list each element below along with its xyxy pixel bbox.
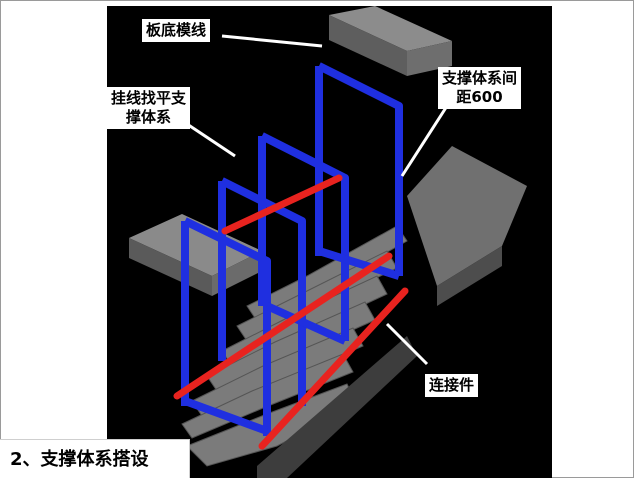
- left-landing-front: [129, 238, 212, 296]
- leader-lines: [186, 34, 449, 366]
- label-slab-line: 板底模线: [142, 19, 211, 42]
- support-frame-4: [315, 62, 403, 276]
- stair-underside: [257, 336, 417, 478]
- stair-scene-svg: [129, 6, 552, 478]
- connector-upper: [221, 174, 343, 235]
- upper-flight: [407, 146, 527, 286]
- upper-flight-side: [437, 246, 502, 306]
- support-frame-1: [181, 217, 271, 436]
- label-support-spacing: 支撑体系间 距600: [438, 67, 522, 109]
- slide-caption: 2、支撑体系搭设: [0, 439, 190, 478]
- support-frame-2: [218, 177, 306, 406]
- support-frames: [181, 62, 403, 436]
- connectors: [173, 174, 409, 450]
- bottom-tie-1: [183, 397, 269, 435]
- stair-support-illustration: [107, 6, 552, 478]
- connector-middle: [173, 252, 393, 400]
- left-landing-top: [129, 214, 262, 276]
- bottom-tie-2: [265, 302, 347, 345]
- label-leveling-system: 挂线找平支 撑体系: [107, 87, 191, 129]
- top-slab-front: [329, 15, 407, 76]
- label-connector: 连接件: [425, 374, 479, 397]
- connector-lower: [258, 287, 409, 450]
- bottom-tie-3: [317, 247, 401, 280]
- top-slab-top: [329, 6, 452, 51]
